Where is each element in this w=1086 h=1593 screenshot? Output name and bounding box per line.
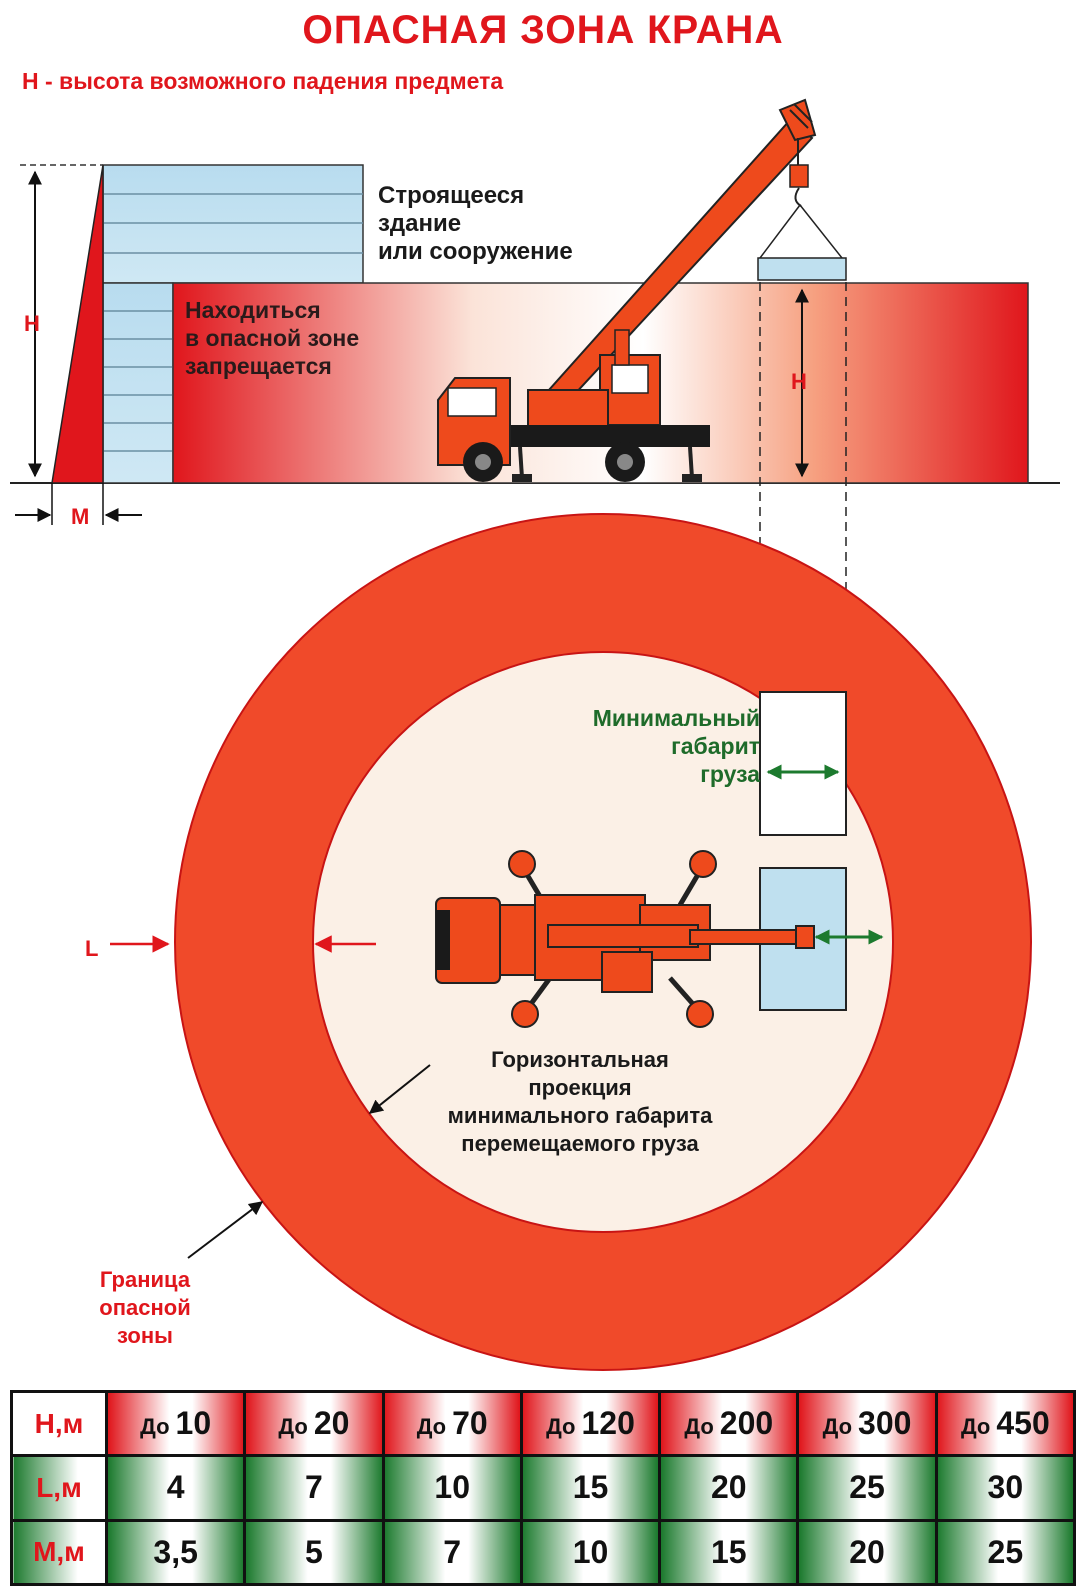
height-value: 120 [581, 1405, 635, 1442]
m-label: М [71, 504, 90, 529]
row-header-m: М,м [10, 1518, 108, 1587]
building-label: Строящееся здание или сооружение [378, 182, 573, 266]
prefix-do: До [546, 1414, 576, 1440]
boundary-label-line: опасной [99, 1295, 191, 1320]
building-label-line: здание [378, 210, 462, 237]
crane-danger-zone-diagram [10, 98, 1060, 1371]
height-value: 20 [313, 1405, 350, 1442]
height-label-left: Н [24, 311, 40, 336]
prefix-do: До [822, 1414, 853, 1440]
l-value-cell: 10 [381, 1454, 523, 1522]
prefix-do: До [960, 1414, 991, 1440]
min-size-label-line: Минимальный [592, 705, 760, 731]
subtitle: Н - высота возможного падения предмета [22, 68, 504, 94]
m-value-cell: 25 [934, 1518, 1077, 1587]
forbidden-label: Находиться в опасной зоне запрещается [185, 296, 359, 380]
building-label-line: Строящееся [378, 182, 525, 209]
crane-top-view [435, 850, 815, 1028]
row-header-l: L,м [10, 1454, 108, 1522]
forbidden-label-line: Находиться [185, 297, 321, 323]
height-label-right: Н [791, 369, 807, 394]
projection-dashed-lines [759, 282, 847, 692]
prefix-do: До [140, 1414, 170, 1440]
table-row-m: М,м 3,5 5 7 10 15 20 25 [10, 1518, 1077, 1587]
projection-label-line: проекция [528, 1075, 632, 1100]
projection-label-line: перемещаемого груза [461, 1131, 699, 1156]
row-header-height: Н,м [10, 1389, 108, 1458]
l-value-cell: 15 [519, 1454, 662, 1522]
boundary-label-line: Граница [99, 1267, 191, 1292]
min-size-label-line: груза [700, 761, 760, 787]
projection-pointer-arrow [368, 1064, 431, 1114]
height-value: 300 [858, 1405, 912, 1442]
boundary-pointer-arrow [187, 1201, 264, 1259]
projection-label-line: минимального габарита [447, 1103, 713, 1128]
crane-truck-side-view [437, 98, 847, 482]
fall-zone-triangle [51, 164, 104, 484]
l-value-cell: 25 [796, 1454, 938, 1522]
height-value: 200 [719, 1405, 774, 1442]
m-value-cell: 7 [381, 1518, 523, 1587]
projection-label: Горизонтальная проекция минимального габ… [400, 1046, 760, 1158]
boundary-label: Граница опасной зоны [70, 1266, 220, 1350]
l-value-cell: 4 [104, 1454, 247, 1522]
min-size-label: Минимальный габарит груза [520, 704, 760, 788]
l-value-cell: 30 [934, 1454, 1077, 1522]
l-label: L [85, 936, 99, 961]
prefix-do: До [684, 1414, 714, 1440]
m-dimension-arrows [15, 483, 142, 525]
height-value: 10 [175, 1405, 212, 1442]
m-value-cell: 10 [519, 1518, 662, 1587]
building-label-line: или сооружение [378, 238, 573, 265]
prefix-do: До [278, 1414, 308, 1440]
prefix-do: До [416, 1414, 447, 1440]
m-value-cell: 20 [796, 1518, 938, 1587]
l-value-cell: 20 [658, 1454, 800, 1522]
height-value: 450 [996, 1405, 1050, 1442]
page-title: ОПАСНАЯ ЗОНА КРАНА [302, 8, 784, 52]
m-value-cell: 5 [243, 1518, 385, 1587]
forbidden-label-line: запрещается [185, 353, 332, 379]
cargo-load [757, 257, 847, 281]
boundary-label-line: зоны [117, 1323, 173, 1348]
min-size-label-line: габарит [671, 733, 760, 759]
m-value-cell: 15 [658, 1518, 800, 1587]
l-value-cell: 7 [243, 1454, 385, 1522]
height-value: 70 [452, 1405, 488, 1442]
min-cargo-size-box [759, 691, 847, 836]
table-row-l: L,м 4 7 10 15 20 25 30 [10, 1454, 1077, 1522]
m-value-cell: 3,5 [104, 1518, 247, 1587]
projection-label-line: Горизонтальная [491, 1047, 669, 1072]
forbidden-label-line: в опасной зоне [185, 325, 360, 351]
